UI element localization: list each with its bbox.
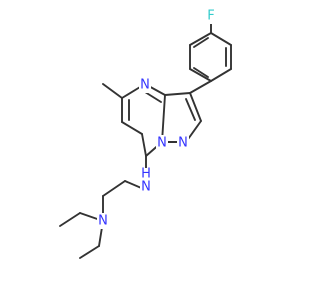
bond	[102, 180, 126, 197]
bond	[189, 68, 212, 82]
amine-nitrogen-label: N	[141, 180, 151, 195]
double-bond-inner	[144, 91, 162, 103]
double-bond-inner	[193, 37, 209, 48]
label-background	[139, 77, 151, 93]
pyrazole-nitrogen-label: N	[178, 136, 188, 151]
molecule-structure-diagram: F N N N H N N	[59, 8, 232, 259]
double-bond-inner	[185, 98, 196, 121]
bond-to-methyl	[102, 83, 123, 99]
label-background	[156, 135, 168, 151]
pyrimidine-nitrogen-label: N	[140, 78, 150, 93]
label-background	[205, 8, 217, 24]
atom-labels: F N N N H N N	[97, 8, 217, 229]
pyrazole-ring	[161, 80, 212, 143]
double-bond-inner	[193, 67, 209, 78]
bond	[164, 92, 191, 96]
bond	[189, 32, 212, 46]
bond	[141, 133, 147, 157]
diethylamine-nitrogen-label: N	[98, 214, 108, 229]
bond	[161, 94, 166, 143]
amine-hydrogen-label: H	[141, 167, 151, 182]
bond	[210, 32, 232, 46]
bond	[189, 92, 202, 122]
fluorophenyl-ring	[189, 17, 232, 82]
bond	[59, 212, 81, 227]
fluorine-atom-label: F	[207, 9, 214, 24]
bridgehead-nitrogen-label: N	[157, 136, 167, 151]
label-background	[177, 135, 189, 151]
pyrimidine-ring	[102, 83, 166, 157]
bond	[210, 68, 232, 82]
bond	[121, 121, 143, 135]
bond	[79, 245, 100, 259]
aminoethyl-chain	[59, 155, 147, 259]
label-background	[97, 213, 109, 229]
label-background	[140, 168, 154, 196]
bond	[189, 80, 212, 94]
